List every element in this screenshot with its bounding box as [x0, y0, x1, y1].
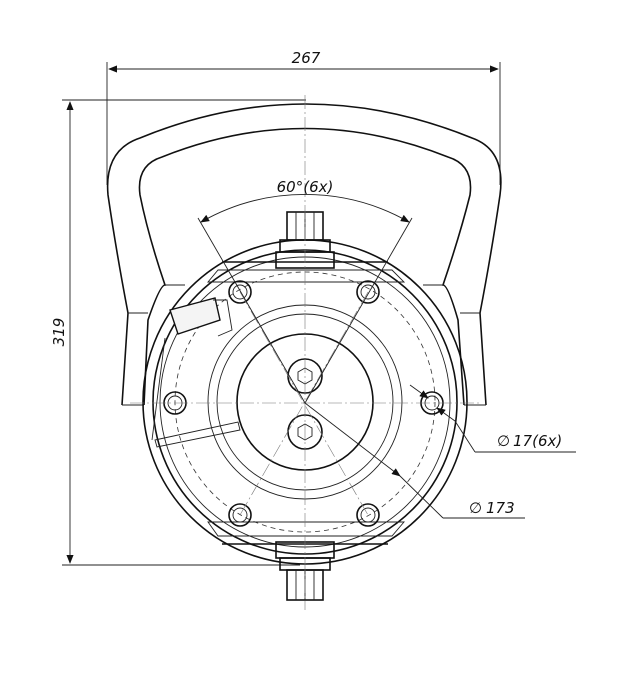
side-latch — [151, 297, 241, 448]
pitch-diameter-symbol: ∅ — [469, 499, 482, 517]
width-dimension: 267 — [106, 49, 501, 185]
bolt-hole-top-right — [356, 280, 380, 304]
angle-label: 60°(6x) — [277, 178, 334, 196]
bolt-hole-top-left — [228, 280, 252, 304]
center-lines — [130, 95, 480, 610]
hole-diameter-symbol: ∅ — [497, 432, 510, 450]
angle-dimension: 60°(6x) — [197, 178, 413, 404]
width-label: 267 — [292, 49, 321, 67]
hole-diameter-dimension: ∅ 17(6x) — [409, 384, 576, 453]
height-label: 319 — [50, 318, 68, 347]
bolt-hole-bottom-left — [228, 503, 252, 527]
pitch-diameter-dimension: ∅ 173 — [304, 402, 525, 519]
pitch-diameter-label: 173 — [486, 499, 515, 517]
hole-diameter-label: 17(6x) — [513, 432, 562, 450]
height-dimension: 319 — [50, 99, 306, 566]
bolt-hole-bottom-right — [356, 503, 380, 527]
